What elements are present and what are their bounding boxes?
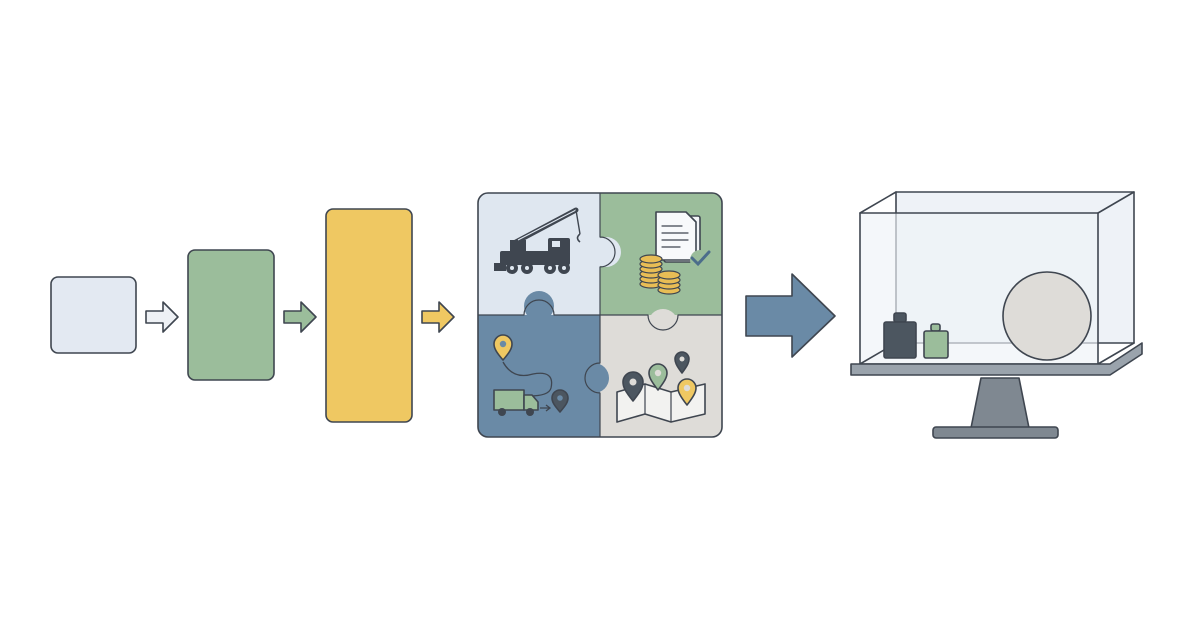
balance-weight-icon [883,312,949,359]
stage-block-tall [325,208,413,423]
display-cabinet [850,191,1143,439]
route-pin-icon [493,334,553,397]
cabinet-shelf [850,342,1143,376]
cabinet-stand [970,377,1030,429]
cabinet-stand-base [932,426,1059,439]
document-check-icon [655,211,711,270]
puzzle-frame [477,192,723,438]
crane-truck-icon [494,207,581,274]
stage-block-medium [187,249,275,381]
delivery-truck-icon [493,389,569,416]
map-pins-icon [616,351,706,423]
arrow-large [745,273,836,358]
arrow-green [283,301,317,333]
arrow-outline-1 [145,301,179,333]
arrow-yellow [421,301,455,333]
sphere-icon [1002,271,1092,361]
coin-stack-icon [639,254,681,295]
stage-block-small [50,276,137,354]
